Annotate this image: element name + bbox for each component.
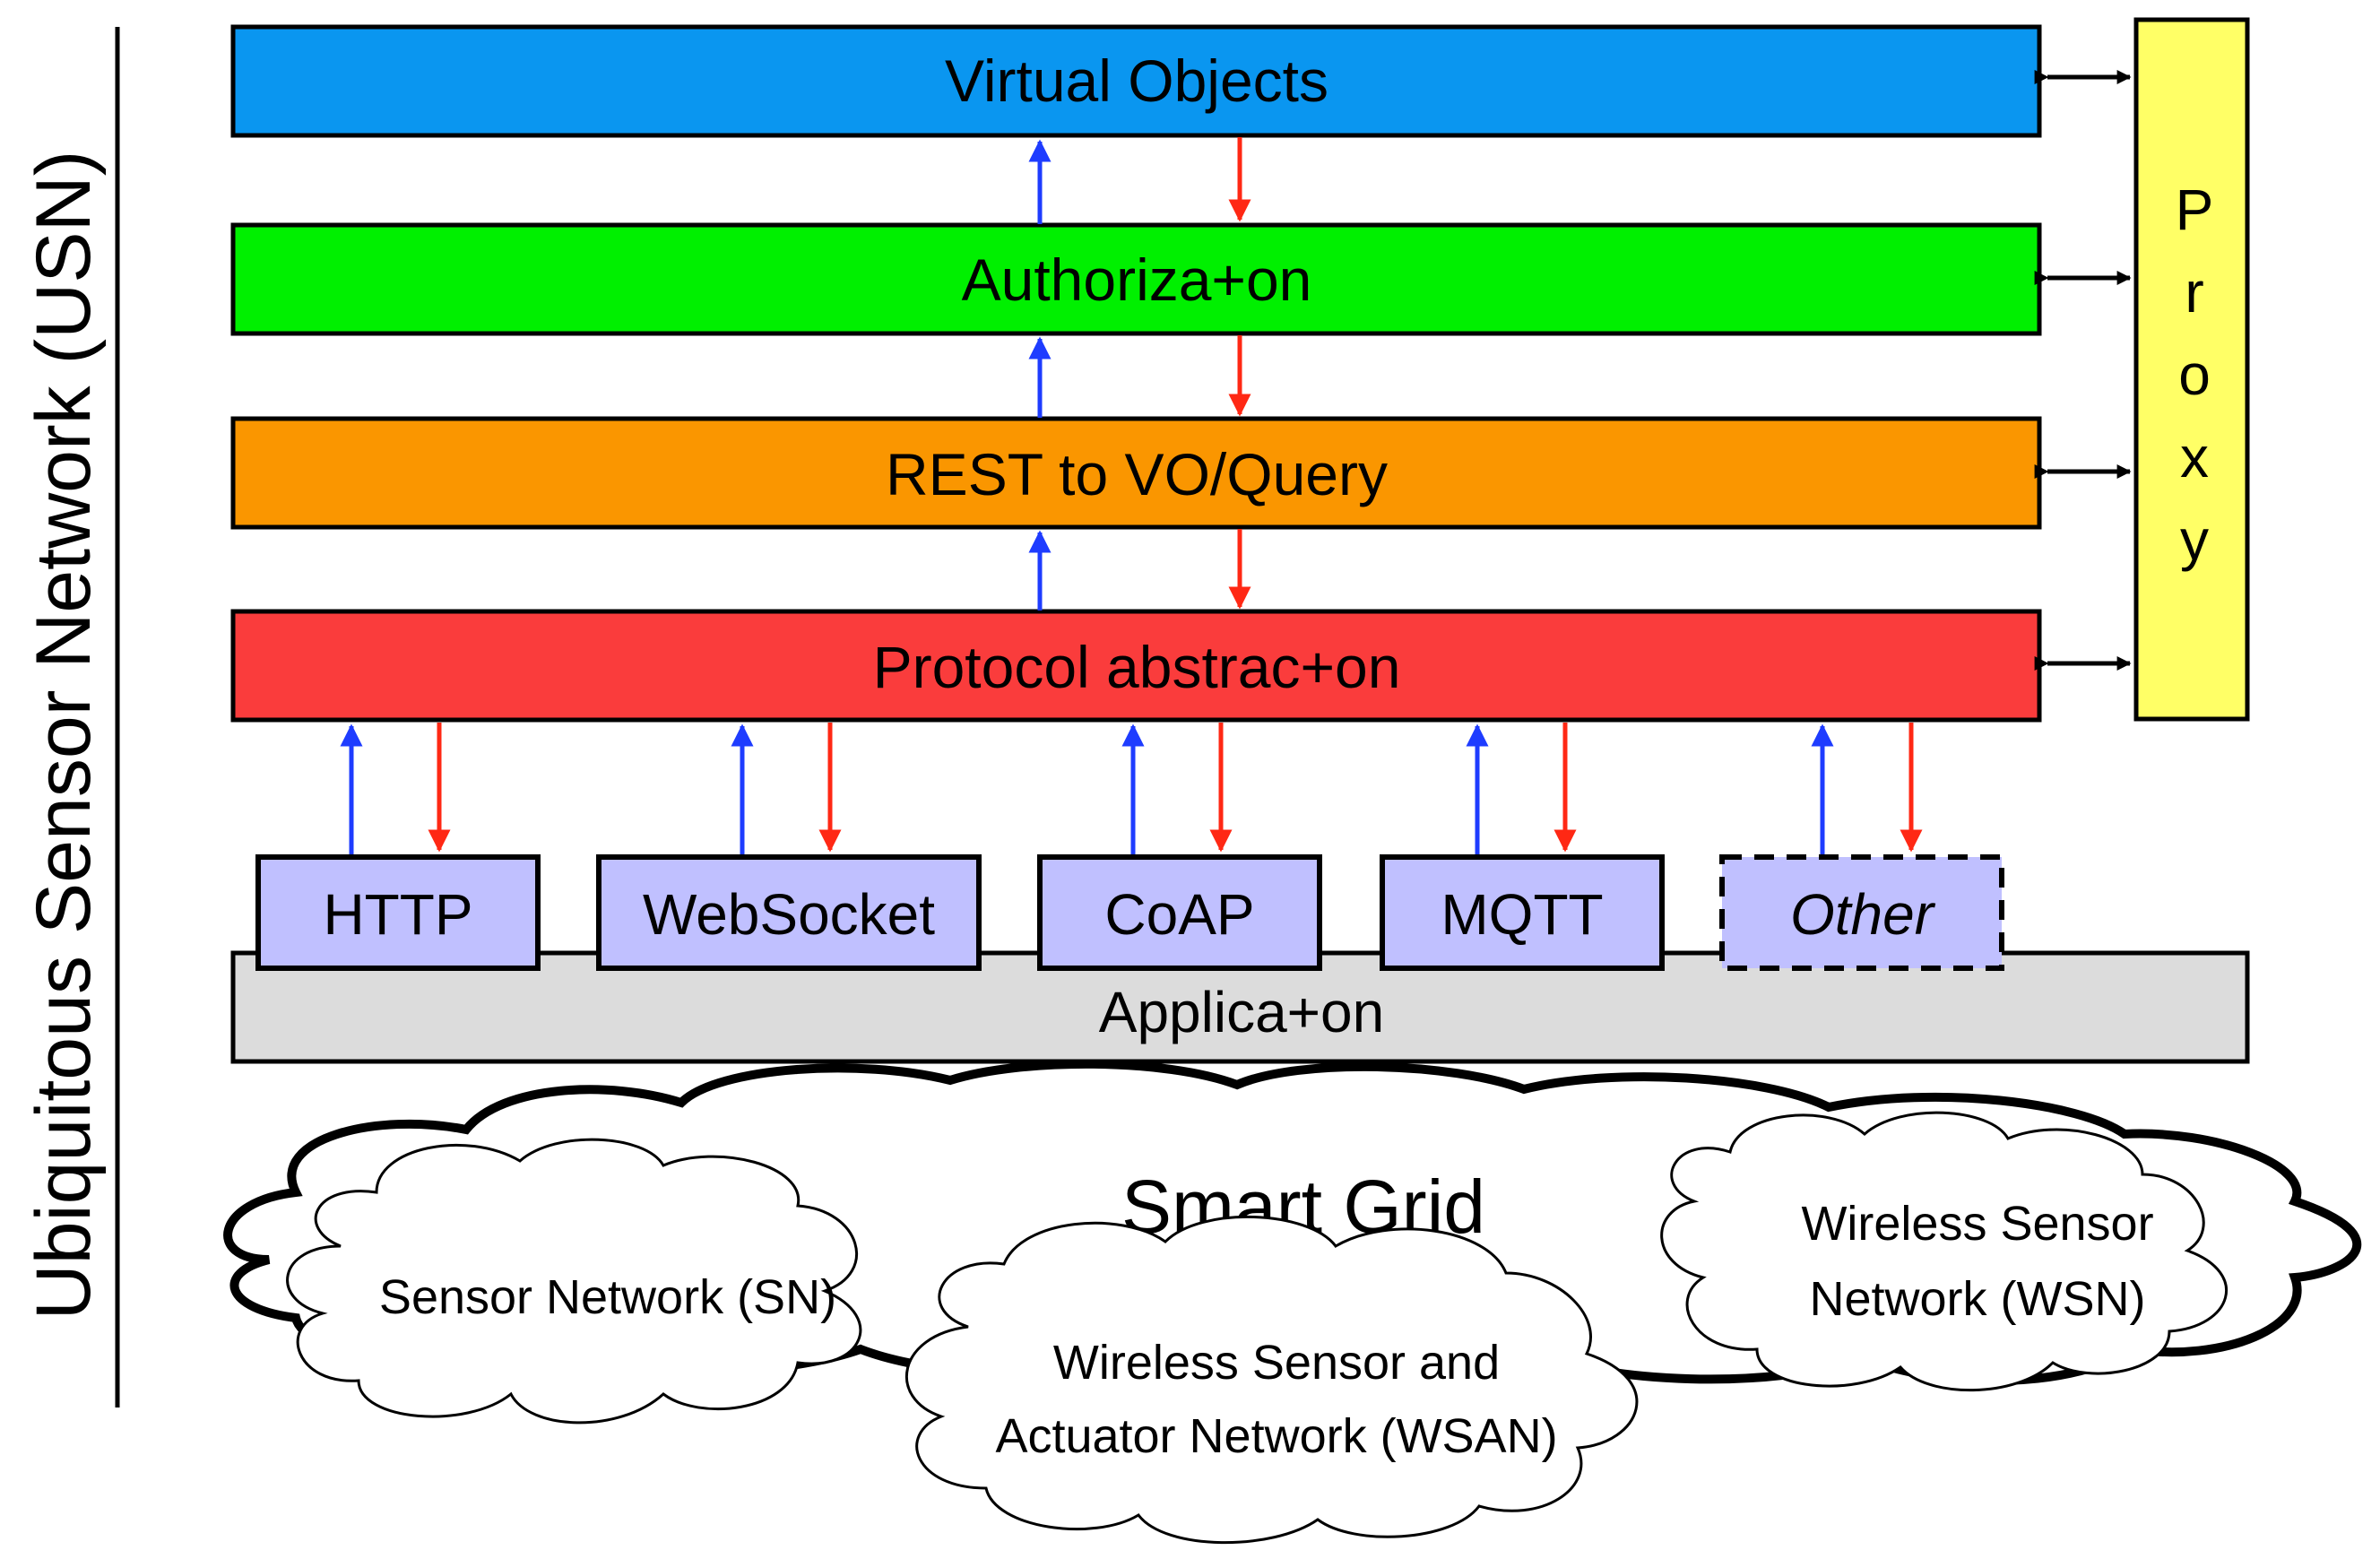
cloud-wsan: Wireless Sensor and Actuator Network (WS… — [905, 1216, 1639, 1545]
protocol-label: MQTT — [1441, 882, 1603, 947]
protocol-box — [255, 854, 541, 971]
proxy-box — [2133, 17, 2250, 722]
protocol-box — [596, 854, 982, 971]
protocol-box — [1380, 854, 1665, 971]
layer-arrows — [1028, 137, 1251, 611]
proxy-letter: r — [2185, 260, 2203, 325]
layer-virtual-objects: Virtual Objects — [230, 24, 2042, 138]
cloud-sensor-network: Sensor Network (SN) — [286, 1138, 862, 1425]
protocol-websocket: WebSocket — [596, 854, 982, 971]
cloud-wsn-label-line1: Wireless Sensor — [1801, 1197, 2153, 1251]
cloud-shape — [286, 1138, 862, 1425]
proxy-arrows — [2034, 69, 2132, 671]
layer-authorization: Authoriza+on — [230, 222, 2042, 336]
protocol-other: Other — [1719, 854, 2004, 971]
cloud-wsn: Wireless Sensor Network (WSN) — [1660, 1111, 2228, 1392]
layer-protocol-label: Protocol abstrac+on — [873, 634, 1401, 700]
cloud-wsan-label-line1: Wireless Sensor and — [1053, 1336, 1500, 1390]
layer-authorization-label: Authoriza+on — [962, 247, 1312, 313]
protocol-coap: CoAP — [1037, 854, 1322, 971]
cloud-shape — [905, 1216, 1639, 1545]
layer-rest: REST to VO/Query — [230, 416, 2042, 530]
cloud-wsn-label-line2: Network (WSN) — [1810, 1272, 2146, 1326]
proxy: P r o x y — [2133, 17, 2250, 722]
cloud-shape — [1660, 1111, 2228, 1392]
protocol-mqtt: MQTT — [1380, 854, 1665, 971]
application-layer: Applica+on — [230, 950, 2250, 1064]
cloud-sn-label: Sensor Network (SN) — [379, 1270, 836, 1324]
proxy-letter: P — [2176, 178, 2214, 242]
layer-rest-label: REST to VO/Query — [886, 441, 1388, 507]
proxy-letter: x — [2180, 425, 2209, 489]
proxy-letter: o — [2178, 342, 2211, 407]
layer-protocol-abstraction: Protocol abstrac+on — [230, 609, 2042, 723]
layer-rest-box — [230, 416, 2042, 530]
protocol-label: HTTP — [323, 882, 472, 947]
protocol-label: Other — [1790, 882, 1936, 947]
layer-virtual-objects-label: Virtual Objects — [945, 48, 1328, 114]
application-label: Applica+on — [1099, 980, 1384, 1044]
protocol-box-dashed — [1719, 854, 2004, 971]
usn-side-label: Ubiquitous Sensor Network (USN) — [21, 151, 107, 1321]
cloud-wsan-label-line2: Actuator Network (WSAN) — [995, 1409, 1557, 1463]
protocol-label: CoAP — [1104, 882, 1254, 947]
protocol-box — [1037, 854, 1322, 971]
protocol-http: HTTP — [255, 854, 541, 971]
proxy-letter: y — [2180, 507, 2209, 572]
layer-authorization-box — [230, 222, 2042, 336]
protocol-arrows — [340, 723, 1923, 854]
protocol-label: WebSocket — [643, 882, 935, 947]
